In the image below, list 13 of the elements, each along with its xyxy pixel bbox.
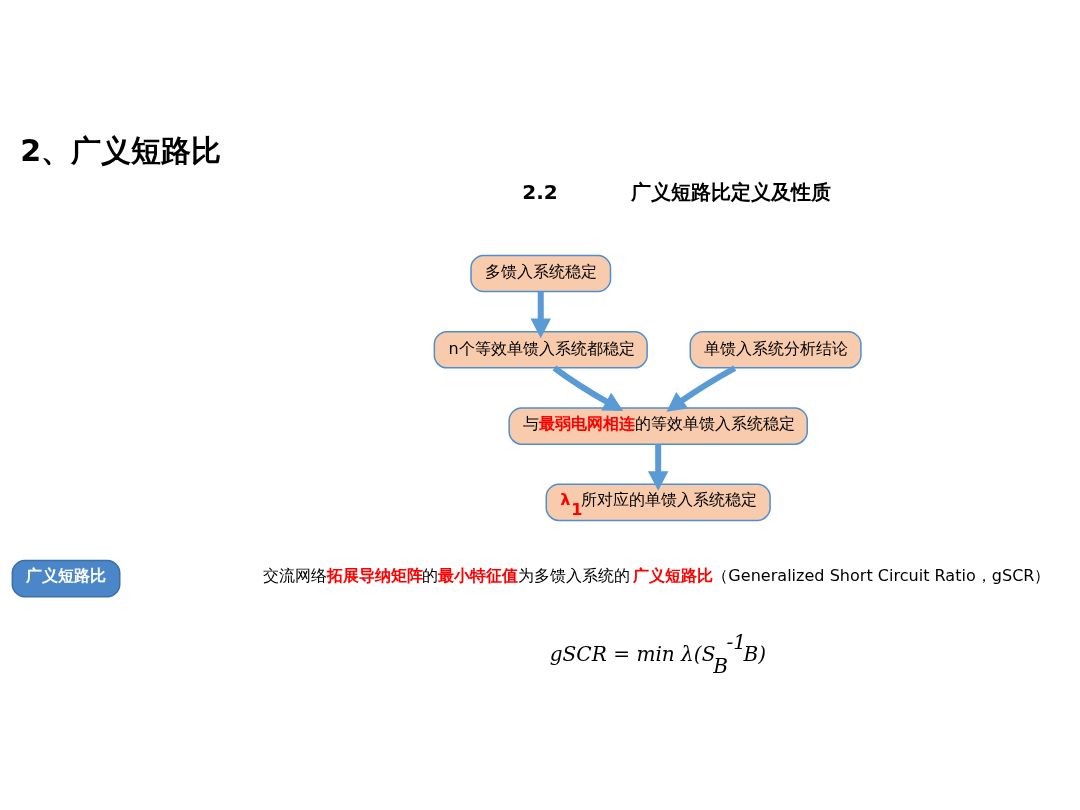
label: 广义短路比定义及性质 — [630, 179, 831, 204]
arrow — [647, 443, 669, 491]
node-box: 广义短路比 — [11, 559, 121, 597]
diagram-title: 2、广义短路比 — [20, 132, 222, 168]
arrow — [552, 365, 624, 411]
label: 交流网络拓展导纳矩阵的最小特征值为多馈入系统的 广义短路比（Generalized Short Circuit Ratio，gSCR） — [262, 565, 1051, 585]
label: 2.2 — [522, 179, 558, 204]
node-box: n个等效单馈入系统都稳定 — [433, 330, 648, 369]
arrow — [666, 364, 737, 412]
arrow — [530, 291, 551, 338]
node-box: 多馈入系统稳定 — [470, 254, 612, 292]
node-box: 与最弱电网相连的等效单馈入系统稳定 — [508, 406, 808, 445]
node-box: 单馈入系统分析结论 — [689, 330, 862, 369]
